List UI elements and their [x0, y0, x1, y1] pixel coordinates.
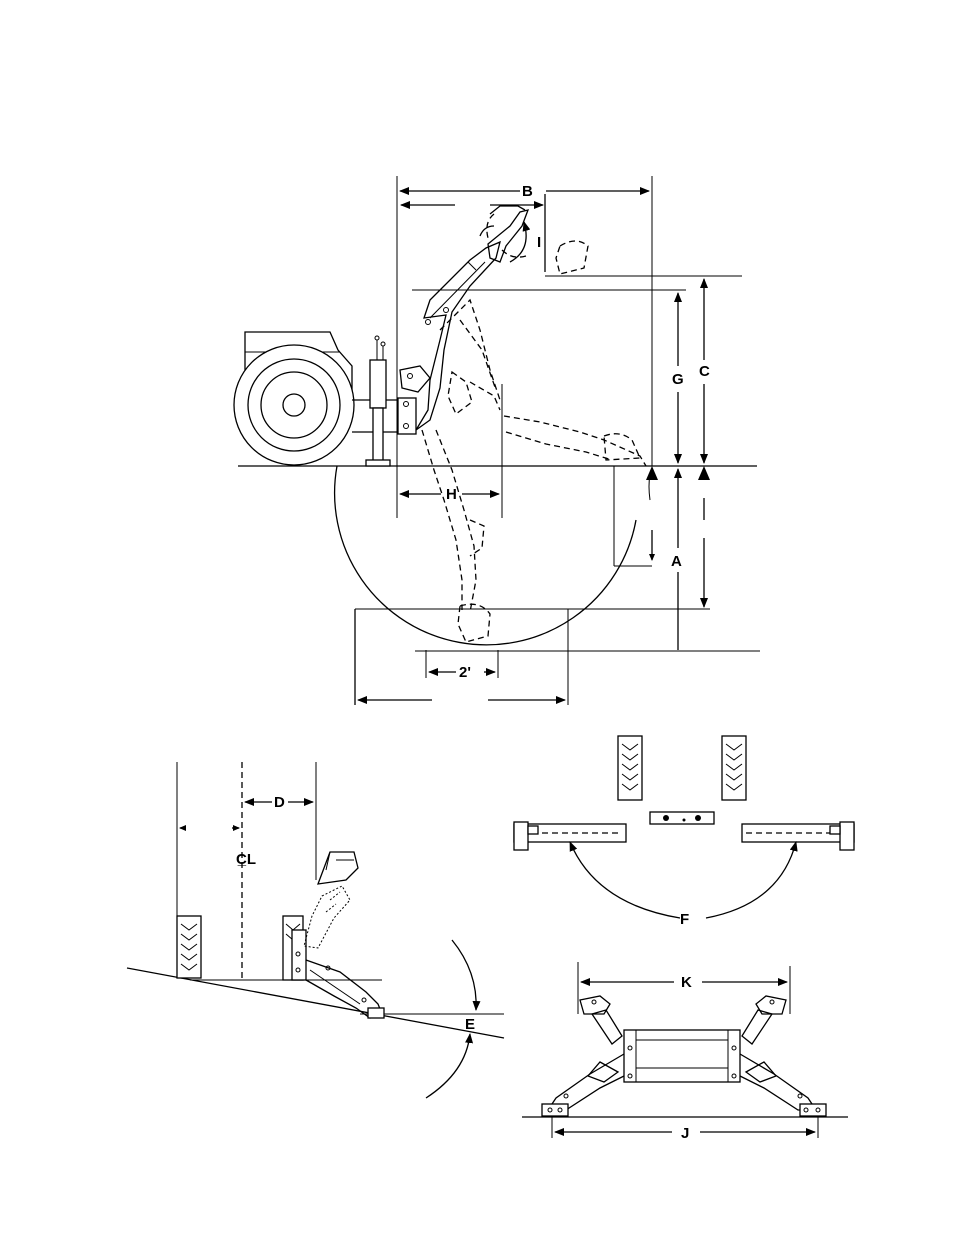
tractor — [234, 332, 416, 466]
swing-tire-right — [722, 736, 746, 800]
label-f: F — [680, 911, 689, 928]
swing-tire-left — [618, 736, 642, 800]
label-b: B — [522, 183, 533, 200]
label-g: G — [672, 371, 684, 388]
label-two-ft: 2' — [459, 664, 471, 681]
side-view: B I G C A H — [234, 176, 760, 705]
label-i: I — [537, 234, 541, 251]
label-centerline: C̲L — [236, 851, 256, 868]
label-h: H — [446, 486, 457, 503]
swing-view: F — [514, 736, 854, 928]
tractor-rear-tire — [234, 345, 354, 465]
label-c: C — [699, 363, 710, 380]
slope-view: D C̲L E — [127, 762, 504, 1098]
tire-right — [283, 916, 306, 980]
label-j: J — [681, 1125, 689, 1142]
label-d: D — [274, 794, 285, 811]
label-k: K — [681, 974, 692, 991]
swing-arm-left — [514, 822, 626, 850]
backhoe-boom — [400, 206, 528, 430]
tire-left — [177, 916, 201, 978]
label-a: A — [671, 553, 682, 570]
dig-depth-arc — [335, 466, 636, 645]
label-e: E — [465, 1016, 475, 1033]
swing-arm-right — [742, 822, 854, 850]
stabilizer-rear-view: K J — [522, 962, 848, 1142]
